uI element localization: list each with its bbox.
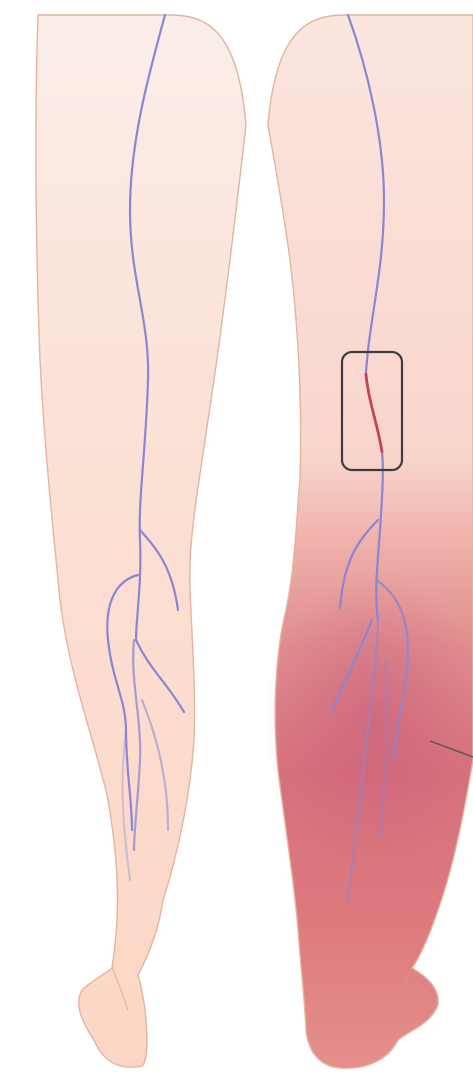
right-leg-skin <box>268 15 473 1068</box>
right-leg <box>265 15 473 1068</box>
left-leg <box>36 15 246 1067</box>
